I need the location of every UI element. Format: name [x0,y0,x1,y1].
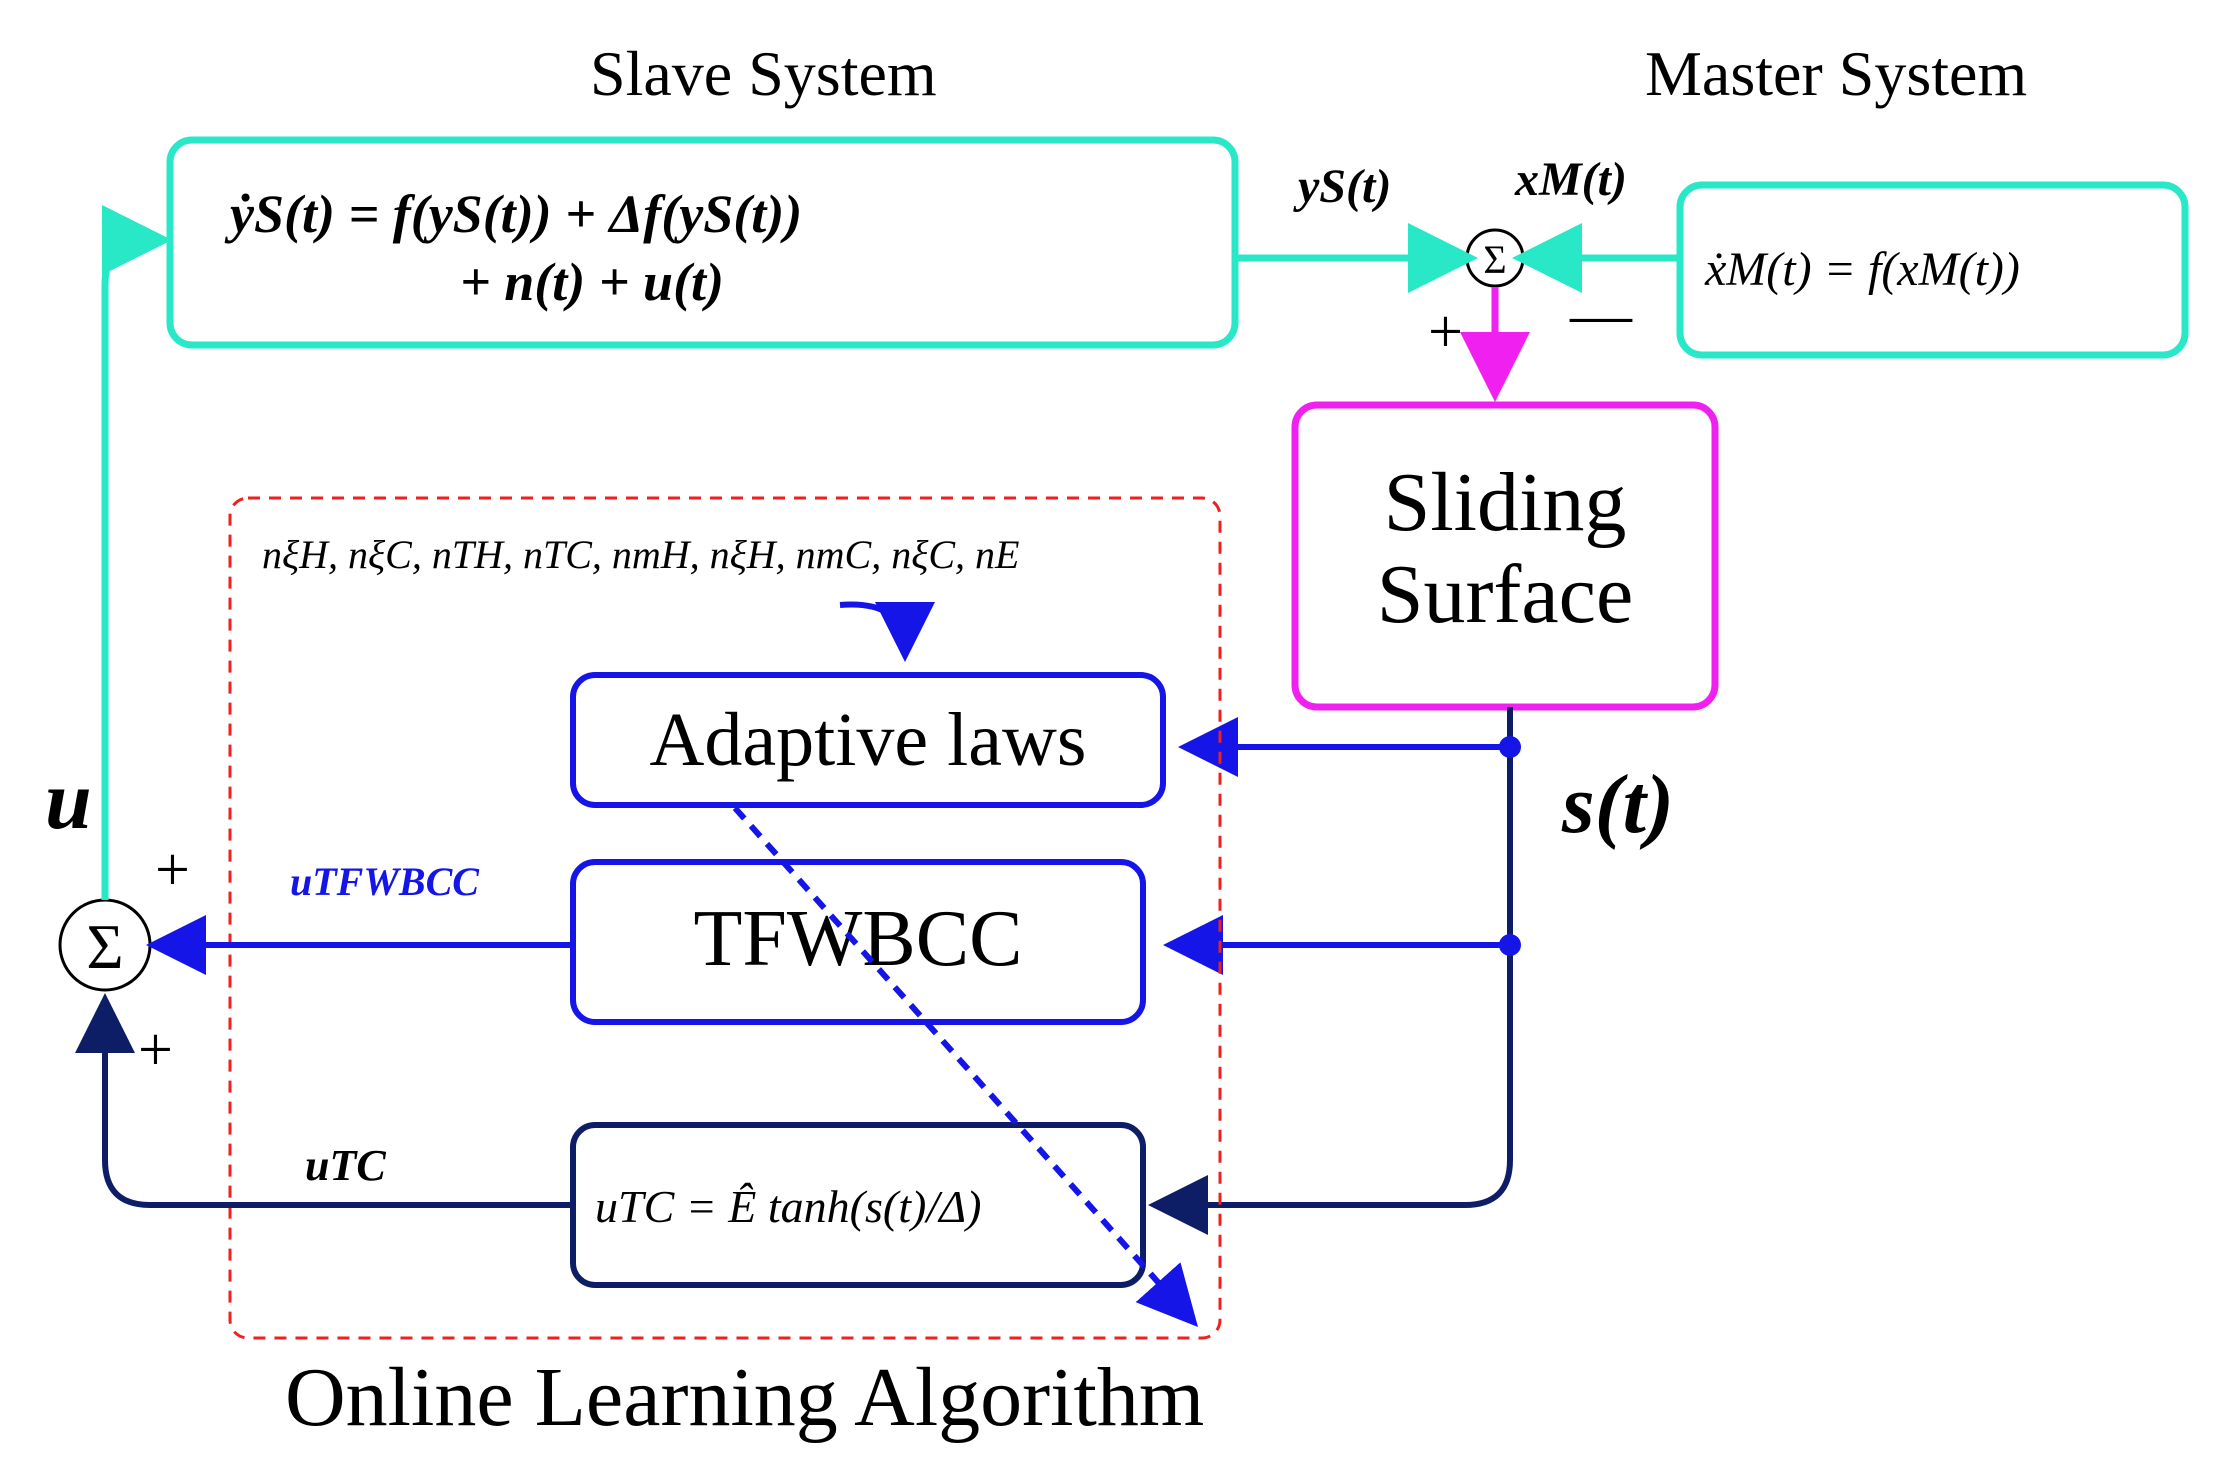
top-minus-sign: — [1569,281,1633,349]
left-plus-top: + [155,836,190,904]
adaptive-laws-box [570,672,1166,808]
u-feedback-path [101,205,172,900]
slave-system-title: Slave System [590,38,937,109]
slave-equation-line1: ẏS(t) = f(yS(t)) + Δf(yS(t)) [224,184,802,244]
online-learning-title: Online Learning Algorithm [285,1351,1204,1444]
parameter-arrow [839,601,935,662]
utc-equation: uTC = Ê tanh(s(t)/Δ) [595,1181,981,1232]
top-summer-symbol: Σ [1483,237,1506,282]
sliding-surface-box [1291,401,1719,711]
master-equation: ẋM(t) = f(xM(t)) [1704,243,2020,296]
sliding-surface-label-line1: Sliding [1384,456,1627,549]
parameter-list: nξH, nξC, nTH, nTC, nmH, nξH, nmC, nξC, … [262,532,1019,577]
master-system-title: Master System [1645,38,2027,109]
xm-signal-label: xM(t) [1514,153,1627,206]
s-to-utc-path [1148,1159,1513,1235]
online-learning-region [228,496,1222,1340]
master-system-box [1676,181,2189,359]
u-tc-label: uTC [305,1141,386,1190]
top-plus-sign: + [1428,298,1463,366]
sliding-surface-label-line2: Surface [1377,548,1634,641]
u-tfwbcc-label: uTFWBCC [290,859,480,904]
ys-signal-label: yS(t) [1293,160,1391,213]
slave-equation-line2: + n(t) + u(t) [460,252,724,312]
adaptive-laws-label: Adaptive laws [650,698,1087,782]
adaptation-dotted-arrow [732,806,1198,1327]
u-signal-label: u [45,754,92,847]
s-signal-label: s(t) [1561,758,1674,851]
left-plus-bottom: + [138,1016,173,1084]
left-summer-symbol: Σ [86,911,123,982]
u-tc-path [75,993,573,1208]
tfwbcc-label: TFWBCC [694,895,1023,983]
